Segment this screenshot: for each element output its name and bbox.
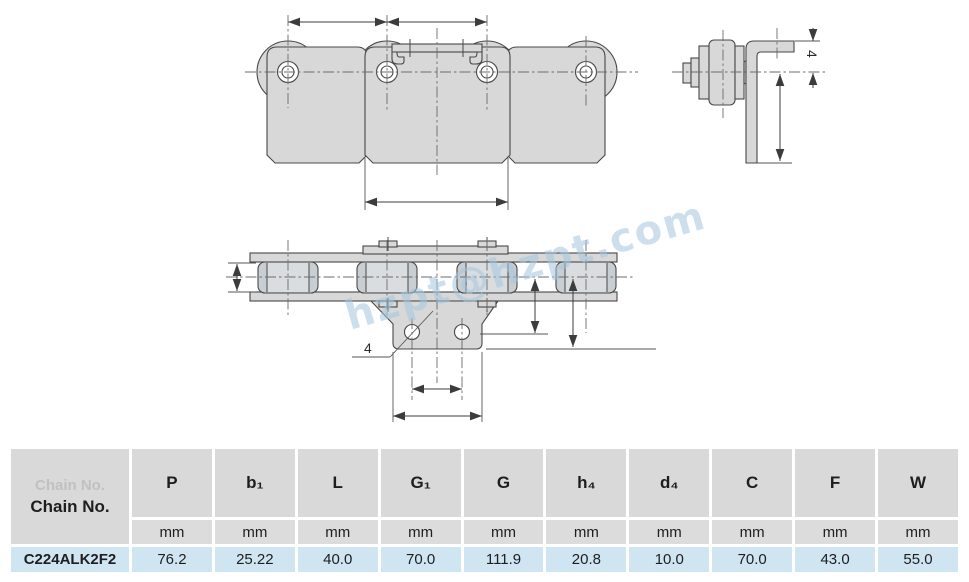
value-p: 76.2 xyxy=(132,547,212,572)
unit-cell: mm xyxy=(380,520,461,544)
side-view-drawing: 4 xyxy=(226,237,656,422)
value-b1: 25.22 xyxy=(214,547,295,572)
col-header-d4: d₄ xyxy=(629,449,710,517)
col-header-p: P xyxy=(132,449,212,517)
col-header-l: L xyxy=(297,449,378,517)
unit-cell: mm xyxy=(132,520,212,544)
col-header-c: C xyxy=(712,449,793,517)
end-view-thickness-label: 4 xyxy=(804,50,820,58)
chain-no-header-label: Chain No. xyxy=(30,496,110,516)
value-c: 70.0 xyxy=(712,547,793,572)
unit-cell: mm xyxy=(463,520,544,544)
col-header-g: G xyxy=(463,449,544,517)
unit-cell: mm xyxy=(712,520,793,544)
value-d4: 10.0 xyxy=(629,547,710,572)
unit-cell: mm xyxy=(795,520,876,544)
col-header-f: F xyxy=(795,449,876,517)
unit-cell: mm xyxy=(878,520,958,544)
value-g: 111.9 xyxy=(463,547,544,572)
chain-no-ghost-text: Chain No. xyxy=(35,476,105,494)
technical-drawing: 4 xyxy=(226,15,828,422)
attachment-hole-label: 4 xyxy=(364,340,372,356)
col-header-w: W xyxy=(878,449,958,517)
end-view-drawing: 4 xyxy=(672,28,828,164)
chain-no-value: C224ALK2F2 xyxy=(11,547,129,572)
top-view-drawing xyxy=(245,15,638,210)
value-l: 40.0 xyxy=(297,547,378,572)
value-h4: 20.8 xyxy=(546,547,627,572)
col-header-b1: b₁ xyxy=(214,449,295,517)
col-header-h4: h₄ xyxy=(546,449,627,517)
unit-cell: mm xyxy=(629,520,710,544)
table-row: C224ALK2F2 76.2 25.22 40.0 70.0 111.9 20… xyxy=(11,547,958,572)
spec-table: Chain No. Chain No. P b₁ L G₁ G h₄ d₄ C … xyxy=(8,446,961,575)
unit-cell: mm xyxy=(214,520,295,544)
value-g1: 70.0 xyxy=(380,547,461,572)
value-f: 43.0 xyxy=(795,547,876,572)
value-w: 55.0 xyxy=(878,547,958,572)
unit-cell: mm xyxy=(297,520,378,544)
unit-cell: mm xyxy=(546,520,627,544)
chain-no-header: Chain No. Chain No. xyxy=(11,449,129,544)
col-header-g1: G₁ xyxy=(380,449,461,517)
